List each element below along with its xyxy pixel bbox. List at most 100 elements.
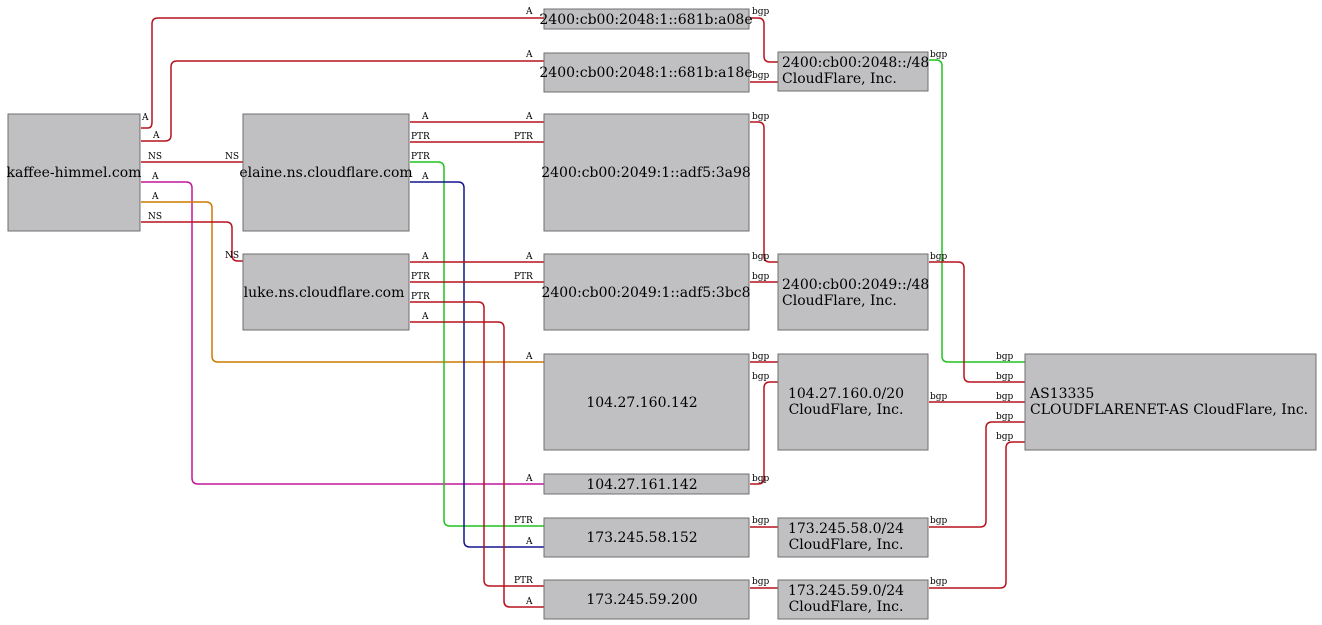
- edge-label-ns: NS: [148, 152, 162, 162]
- edge-label-ptr: PTR: [411, 152, 430, 162]
- edge-label-a: A: [421, 312, 429, 322]
- node-ip6-a08e: 2400:cb00:2048:1::681b:a08e: [539, 8, 753, 30]
- edge-label-a: A: [151, 172, 159, 182]
- edge-label-a: A: [421, 252, 429, 262]
- edge-label-a: A: [421, 172, 429, 182]
- edge-pfx58-asn: [929, 421, 1025, 528]
- edge-label-bgp: bgp: [930, 516, 948, 526]
- edge-label-ns: NS: [225, 152, 239, 162]
- edge-label-a: A: [421, 112, 429, 122]
- edge-label-a: A: [525, 597, 533, 607]
- edge-label-a: A: [141, 113, 149, 123]
- edge-label-bgp: bgp: [930, 50, 948, 60]
- edge-label-ptr: PTR: [514, 516, 533, 526]
- node-label-org: CloudFlare, Inc.: [789, 402, 904, 418]
- edge-label-bgp: bgp: [996, 352, 1014, 362]
- edge-label-a: A: [525, 112, 533, 122]
- edge-kaffee-a18e: [141, 60, 544, 142]
- edge-label-bgp: bgp: [930, 252, 948, 262]
- edge-label-ns: NS: [148, 212, 162, 222]
- edge-label-bgp: bgp: [930, 392, 948, 402]
- edge-elaine-ip4-58: [410, 161, 544, 527]
- node-label: 104.27.161.142: [586, 477, 697, 493]
- edge-label-bgp: bgp: [930, 577, 948, 587]
- edge-label-a: A: [525, 474, 533, 484]
- edge-label-ptr: PTR: [411, 132, 430, 142]
- edge-pfx2049-asn: [929, 261, 1025, 383]
- edge-label-bgp: bgp: [996, 392, 1014, 402]
- node-label: 173.245.58.152: [586, 530, 697, 546]
- edge-label-ptr: PTR: [514, 132, 533, 142]
- node-label: kaffee-himmel.com: [7, 165, 142, 181]
- edges: [141, 17, 1025, 608]
- node-label: 2400:cb00:2048:1::681b:a08e: [539, 12, 752, 28]
- node-ip4-59: 173.245.59.200: [543, 579, 750, 620]
- edge-kaffee-ip4-161: [141, 181, 544, 485]
- edge-label-a: A: [525, 352, 533, 362]
- node-label: AS13335: [1029, 386, 1094, 402]
- edge-label-ptr: PTR: [514, 272, 533, 282]
- node-pfx-2049: 2400:cb00:2049::/48 CloudFlare, Inc.: [777, 253, 929, 331]
- edge-label-bgp: bgp: [996, 372, 1014, 382]
- edge-label-ns: NS: [225, 251, 239, 261]
- edge-kaffee-luke: [141, 221, 243, 262]
- node-pfx-104: 104.27.160.0/20 CloudFlare, Inc.: [777, 353, 929, 451]
- edge-label-a: A: [525, 50, 533, 60]
- edge-label-bgp: bgp: [752, 474, 770, 484]
- edge-label-bgp: bgp: [996, 412, 1014, 422]
- node-label: 104.27.160.142: [586, 395, 697, 411]
- edge-label-bgp: bgp: [752, 577, 770, 587]
- node-pfx-58: 173.245.58.0/24 CloudFlare, Inc.: [777, 517, 929, 558]
- edge-kaffee-a08e: [141, 17, 544, 129]
- edge-label-bgp: bgp: [752, 352, 770, 362]
- node-label: luke.ns.cloudflare.com: [244, 285, 405, 301]
- edge-label-ptr: PTR: [514, 576, 533, 586]
- node-label: elaine.ns.cloudflare.com: [239, 165, 412, 181]
- node-ip6-3a98: 2400:cb00:2049:1::adf5:3a98: [541, 113, 751, 232]
- edge-label-a: A: [151, 192, 159, 202]
- edge-pfx2048-asn: [929, 59, 1025, 363]
- node-luke: luke.ns.cloudflare.com: [242, 253, 410, 331]
- edge-label-a: A: [525, 537, 533, 547]
- node-ip6-3bc8: 2400:cb00:2049:1::adf5:3bc8: [541, 253, 751, 331]
- edge-a08e-pfx2048: [750, 17, 778, 63]
- edge-label-bgp: bgp: [752, 516, 770, 526]
- node-asn-13335: AS13335 CLOUDFLARENET-AS CloudFlare, Inc…: [1024, 353, 1317, 451]
- node-pfx-59: 173.245.59.0/24 CloudFlare, Inc.: [777, 579, 929, 620]
- node-label: 173.245.59.200: [586, 592, 697, 608]
- node-ip4-161: 104.27.161.142: [543, 473, 750, 495]
- edge-labels: A A A A NS NS A A NS NS A A PTR PTR PTR …: [141, 7, 1014, 607]
- node-elaine: elaine.ns.cloudflare.com: [239, 113, 413, 232]
- edge-3a98-pfx2049: [750, 121, 778, 263]
- node-label: 104.27.160.0/20: [788, 386, 904, 402]
- node-label-org: CloudFlare, Inc.: [782, 293, 897, 309]
- edge-luke-ip4-59-ptr: [410, 301, 544, 587]
- node-label-org: CloudFlare, Inc.: [782, 71, 897, 87]
- edge-kaffee-ip4-160: [141, 201, 544, 363]
- edge-label-a: A: [152, 131, 160, 141]
- edge-label-bgp: bgp: [752, 7, 770, 17]
- edge-label-ptr: PTR: [411, 292, 430, 302]
- edge-elaine-ip4-58-a: [410, 181, 544, 548]
- node-label: 173.245.58.0/24: [788, 521, 904, 537]
- node-label: 2400:cb00:2048::/48: [782, 55, 929, 71]
- edge-label-ptr: PTR: [411, 272, 430, 282]
- node-label: 2400:cb00:2049:1::adf5:3a98: [541, 165, 751, 181]
- edge-ip4-161-pfx104: [750, 381, 778, 485]
- edge-label-a: A: [525, 252, 533, 262]
- node-label-org: CloudFlare, Inc.: [789, 537, 904, 553]
- edge-pfx59-asn: [929, 441, 1025, 589]
- node-label-org: CloudFlare, Inc.: [789, 599, 904, 615]
- edge-label-a: A: [525, 7, 533, 17]
- edge-label-bgp: bgp: [752, 71, 770, 81]
- node-ip6-a18e: 2400:cb00:2048:1::681b:a18e: [539, 52, 753, 93]
- edge-label-bgp: bgp: [752, 112, 770, 122]
- node-label: 2400:cb00:2049::/48: [782, 277, 929, 293]
- edge-label-bgp: bgp: [996, 432, 1014, 442]
- edge-label-bgp: bgp: [752, 252, 770, 262]
- edge-label-bgp: bgp: [752, 372, 770, 382]
- edge-label-bgp: bgp: [752, 272, 770, 282]
- node-ip4-160: 104.27.160.142: [543, 353, 750, 451]
- edge-luke-ip4-59-a: [410, 321, 544, 608]
